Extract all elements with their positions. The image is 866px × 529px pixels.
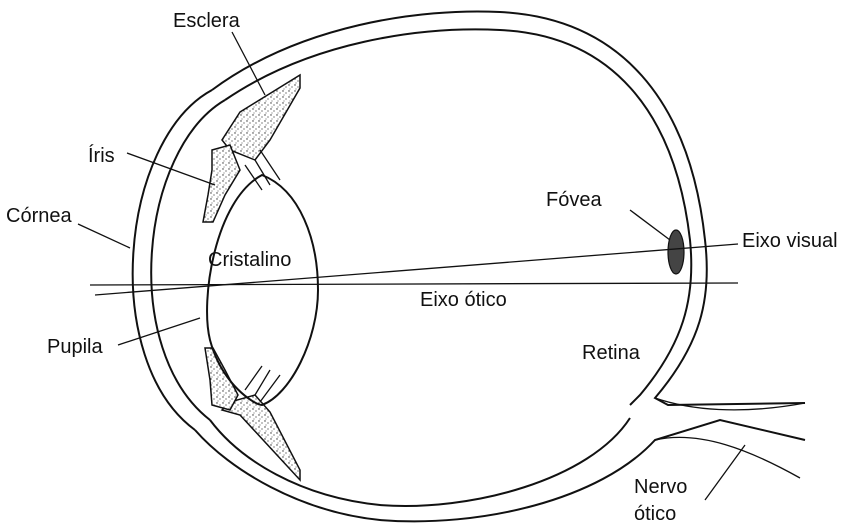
pupila-leader-line	[118, 318, 200, 345]
optical-axis-line	[90, 283, 738, 285]
label-cristalino: Cristalino	[208, 249, 291, 271]
crystalline-lens	[207, 175, 318, 405]
visual-axis-line	[95, 244, 738, 295]
label-iris: Íris	[88, 144, 115, 167]
cornea-leader-line	[78, 224, 130, 248]
label-pupila: Pupila	[47, 336, 103, 358]
label-retina: Retina	[582, 342, 641, 364]
label-esclera: Esclera	[173, 10, 241, 32]
nervo-leader-line	[705, 445, 745, 500]
label-otico: ótico	[634, 503, 676, 525]
iris-leader-line	[127, 153, 215, 185]
fovea-leader-line	[630, 210, 670, 240]
label-fovea: Fóvea	[546, 189, 602, 211]
iris-upper	[203, 145, 240, 222]
label-cornea: Córnea	[6, 205, 72, 227]
fovea-spot	[668, 230, 684, 274]
cornea-outer	[133, 90, 212, 430]
label-eixo-visual: Eixo visual	[742, 230, 838, 252]
label-eixo-otico: Eixo ótico	[420, 289, 507, 311]
iris-lower	[205, 348, 238, 410]
ciliary-body-lower	[222, 395, 300, 480]
label-nervo: Nervo	[634, 476, 687, 498]
